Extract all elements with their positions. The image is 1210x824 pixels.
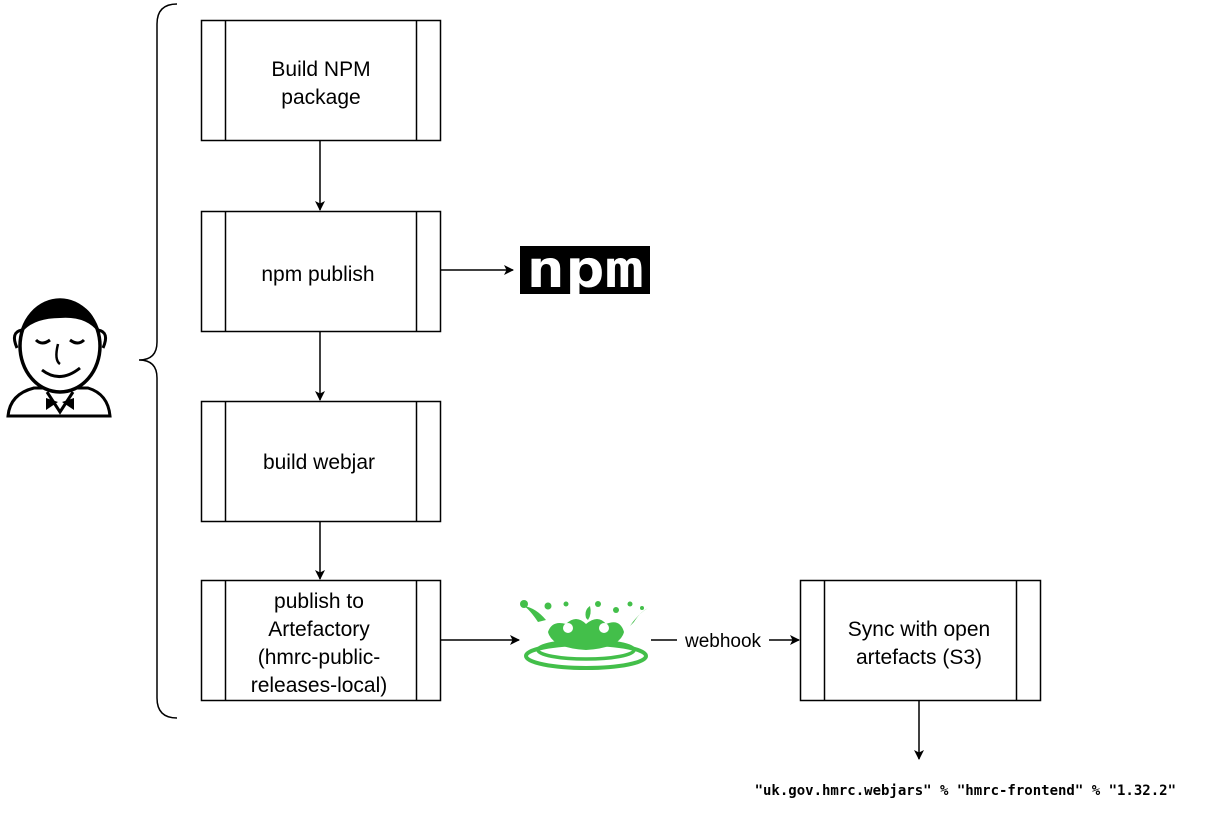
jenkins-icon: [6, 298, 112, 418]
step-label-line: Build NPM: [271, 58, 370, 81]
step-build-webjar: build webjar: [200, 400, 442, 523]
step-label-line: Sync with open: [848, 618, 990, 641]
step-build-npm-package: Build NPM package: [200, 19, 442, 142]
step-label-line: Artefactory: [268, 618, 370, 641]
step-label-line: npm publish: [261, 263, 374, 286]
step-label-line: artefacts (S3): [856, 646, 982, 669]
stages-brace: [138, 3, 178, 719]
step-label-line: releases-local): [251, 674, 388, 697]
step-npm-publish: npm publish: [200, 210, 442, 333]
step-label-line: package: [281, 86, 360, 109]
step-label-line: build webjar: [263, 451, 375, 474]
npm-logo-text: npm: [526, 240, 644, 300]
webhook-label: webhook: [684, 631, 762, 652]
step-label-line: publish to: [274, 590, 364, 613]
npm-logo: npm: [520, 240, 650, 300]
step-sync-open-artefacts: Sync with open artefacts (S3): [799, 579, 1042, 702]
artifactory-frog-icon: [520, 600, 648, 670]
step-label-line: (hmrc-public-: [258, 646, 381, 669]
step-publish-to-artefactory: publish to Artefactory (hmrc-public- rel…: [200, 579, 442, 702]
dependency-coordinate: "uk.gov.hmrc.webjars" % "hmrc-frontend" …: [755, 783, 1176, 799]
